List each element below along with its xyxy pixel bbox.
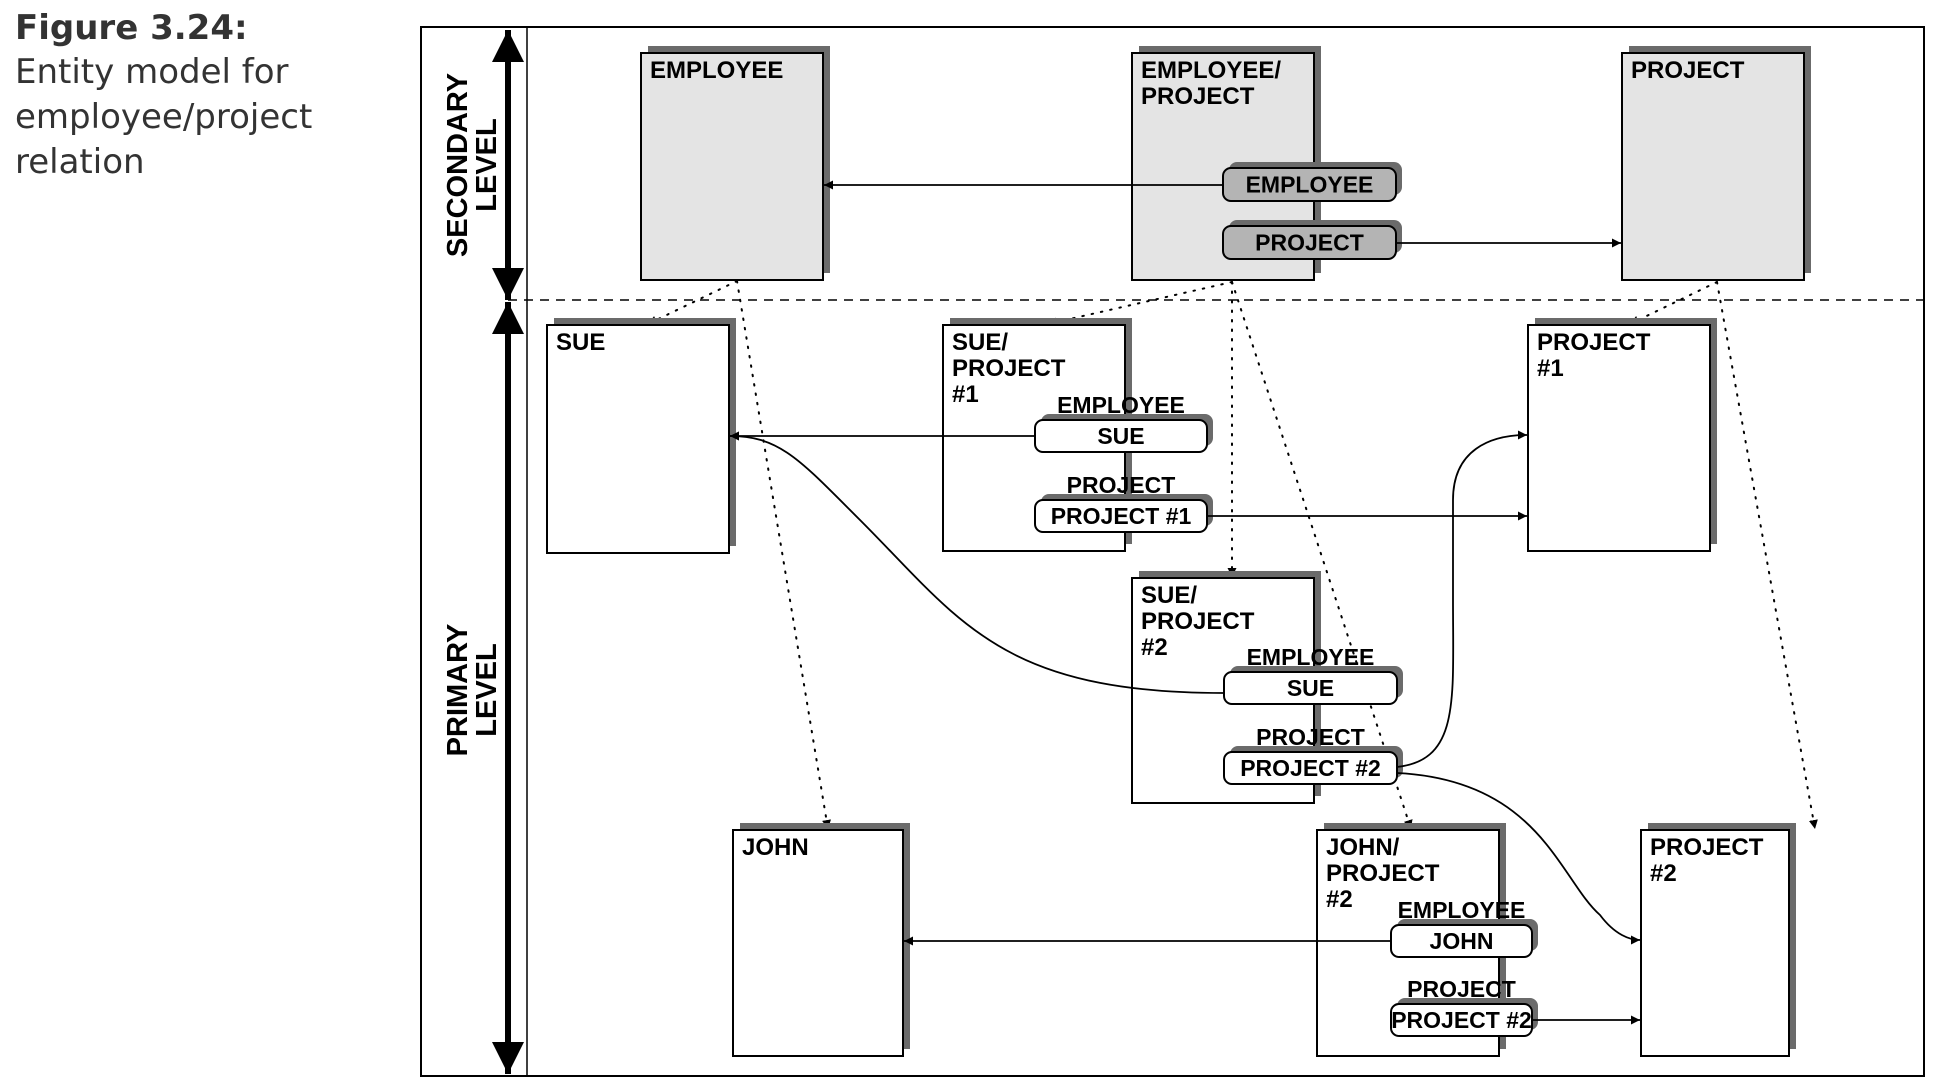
- entity-sue: SUE: [546, 318, 736, 554]
- figure-number: Figure 3.24:: [15, 8, 248, 48]
- pill-box: [1223, 671, 1398, 705]
- attribute-value: JOHN: [1430, 928, 1494, 954]
- entity-title: #2: [1326, 886, 1353, 913]
- secondary-level-label-2: LEVEL: [471, 118, 503, 211]
- attribute-value: PROJECT: [1255, 230, 1364, 256]
- attribute-pill: EMPLOYEE SUE: [1223, 644, 1403, 705]
- attribute-pill: EMPLOYEE JOHN: [1390, 897, 1538, 958]
- attribute-caption: PROJECT: [1067, 472, 1176, 498]
- entity-box: [1621, 52, 1805, 281]
- entity-project-2: PROJECT#2: [1640, 823, 1796, 1057]
- attribute-value: PROJECT #2: [1240, 755, 1381, 781]
- diagram-frame: [420, 26, 1925, 1077]
- entity-project-1: PROJECT#1: [1527, 318, 1717, 552]
- secondary-level-label-1: SECONDARY: [442, 73, 474, 257]
- figure-description: Entity model for employee/project relati…: [15, 52, 313, 182]
- entity-box: [732, 829, 904, 1057]
- attribute-pill: EMPLOYEE: [1222, 162, 1402, 202]
- reference-links: [729, 180, 1641, 1025]
- attribute-caption: PROJECT: [1256, 724, 1365, 750]
- entity-title: SUE/: [1141, 582, 1197, 609]
- entity-project: PROJECT: [1621, 46, 1811, 281]
- attribute-value: SUE: [1097, 423, 1144, 449]
- attribute-value: SUE: [1287, 675, 1334, 701]
- attribute-value: PROJECT #1: [1051, 503, 1192, 529]
- entity-title: #2: [1650, 860, 1677, 887]
- instance-link-employee-to-john: [736, 280, 831, 830]
- entity-title: EMPLOYEE/: [1141, 57, 1281, 84]
- entity-title: PROJECT: [952, 355, 1066, 382]
- instance-link-project-to-project-2: [1716, 281, 1818, 830]
- entity-box: [1640, 829, 1790, 1057]
- entity-title: PROJECT: [1141, 83, 1255, 110]
- entity-title: PROJECT: [1537, 329, 1651, 356]
- pill-box: [1223, 751, 1398, 785]
- reference-arrow-sue-project-2-to-sue: [729, 431, 1225, 694]
- entity-title: #1: [1537, 355, 1564, 382]
- entity-box: [1527, 324, 1711, 552]
- level-axis: SECONDARY LEVEL PRIMARY LEVEL: [442, 30, 524, 1074]
- entity-title: EMPLOYEE: [650, 57, 783, 84]
- entity-box: [546, 324, 730, 554]
- instance-link-employee-to-sue: [647, 280, 738, 325]
- entity-title: SUE/: [952, 329, 1008, 356]
- instance-link-employee-project-to-sue-project-1: [1047, 281, 1233, 327]
- entity-title: PROJECT: [1631, 57, 1745, 84]
- reference-arrow-sue-project-2-to-project-2: [1396, 772, 1641, 945]
- instance-links: [647, 280, 1818, 830]
- attribute-value: EMPLOYEE: [1246, 172, 1374, 198]
- attribute-value: PROJECT #2: [1391, 1007, 1532, 1033]
- attribute-caption: EMPLOYEE: [1398, 897, 1526, 923]
- entity-title: PROJECT: [1326, 860, 1440, 887]
- attribute-pill: PROJECT PROJECT #1: [1034, 472, 1213, 533]
- primary-level-label-1: PRIMARY: [442, 624, 474, 757]
- attribute-pill: PROJECT PROJECT #2: [1223, 724, 1403, 785]
- entity-employee-project: EMPLOYEE/PROJECT EMPLOYEE PROJECT: [1131, 46, 1402, 281]
- attribute-caption: EMPLOYEE: [1057, 392, 1185, 418]
- entity-box: [640, 52, 824, 281]
- entity-title: PROJECT: [1650, 834, 1764, 861]
- primary-level-label-2: LEVEL: [471, 643, 503, 736]
- instance-link-project-to-project-1: [1629, 281, 1718, 325]
- entity-title: JOHN/: [1326, 834, 1400, 861]
- entity-title: #2: [1141, 634, 1168, 661]
- instance-link-employee-project-to-john-project-2: [1231, 281, 1413, 830]
- entity-employee: EMPLOYEE: [640, 46, 830, 281]
- reference-arrow-sue-project-2-to-project-1: [1396, 430, 1528, 768]
- attribute-pill: EMPLOYEE SUE: [1034, 392, 1213, 453]
- entity-title: JOHN: [742, 834, 809, 861]
- attribute-pill: PROJECT: [1222, 220, 1402, 260]
- attribute-pill: PROJECT PROJECT #2: [1390, 976, 1538, 1037]
- entity-title: #1: [952, 381, 979, 408]
- entity-john: JOHN: [732, 823, 910, 1057]
- entity-title: PROJECT: [1141, 608, 1255, 635]
- entity-title: SUE: [556, 329, 605, 356]
- attribute-caption: EMPLOYEE: [1247, 644, 1375, 670]
- figure-caption: Figure 3.24: Entity model for employee/p…: [15, 6, 395, 185]
- attribute-caption: PROJECT: [1407, 976, 1516, 1002]
